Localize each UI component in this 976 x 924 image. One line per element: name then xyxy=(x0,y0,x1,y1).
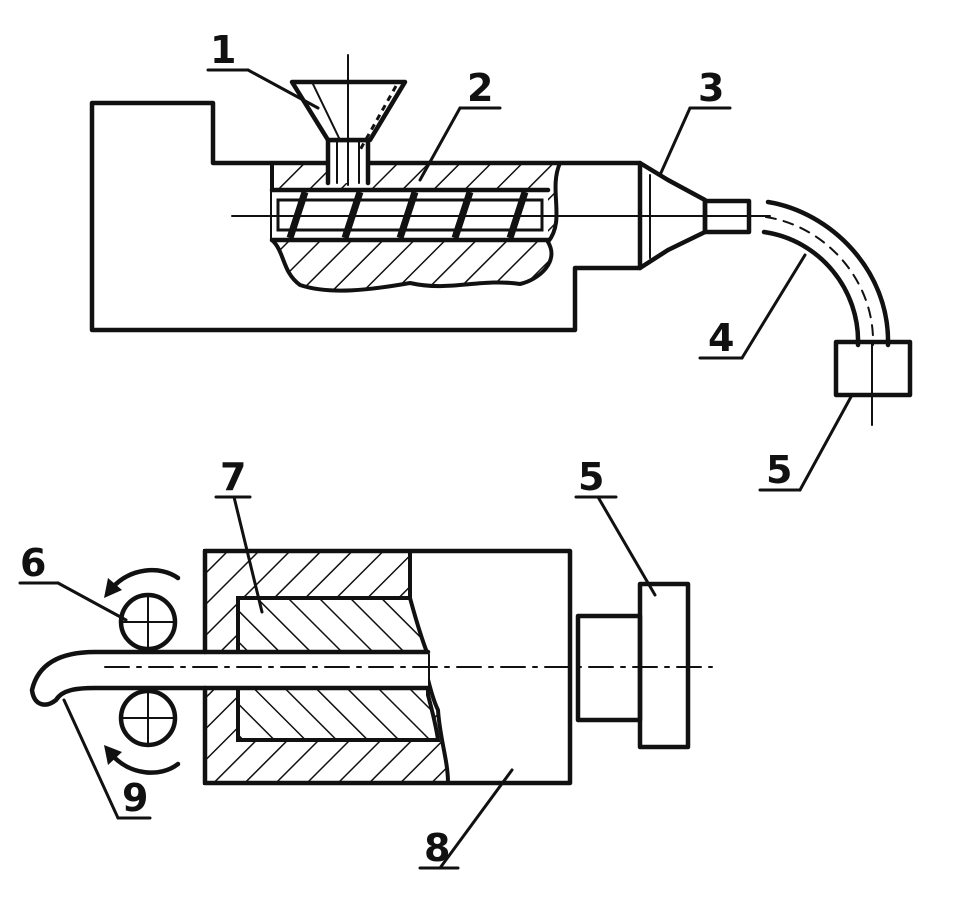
label-1: 1 xyxy=(210,28,236,72)
centerlines-top xyxy=(231,54,873,426)
label-5-top: 5 xyxy=(766,448,792,492)
label-7: 7 xyxy=(220,455,246,499)
connector-plate xyxy=(637,581,691,750)
rotation-arrow-bottom xyxy=(109,752,181,775)
strip xyxy=(29,649,208,707)
extruder-assembly xyxy=(89,54,913,426)
label-6: 6 xyxy=(20,541,46,585)
part-labels: 1 2 3 4 5 6 7 5 9 8 xyxy=(20,28,792,870)
label-4: 4 xyxy=(708,316,734,360)
label-9: 9 xyxy=(122,776,148,820)
label-3: 3 xyxy=(698,66,724,110)
roller-top xyxy=(118,592,178,652)
mold-assembly xyxy=(29,548,713,786)
label-8: 8 xyxy=(424,826,450,870)
rotation-arrow-top xyxy=(109,567,181,591)
label-2: 2 xyxy=(467,66,493,110)
roller-bottom xyxy=(118,688,178,748)
hose xyxy=(761,199,891,348)
channel xyxy=(200,652,428,688)
leader-lines xyxy=(18,68,854,870)
label-5-bottom: 5 xyxy=(578,455,604,499)
